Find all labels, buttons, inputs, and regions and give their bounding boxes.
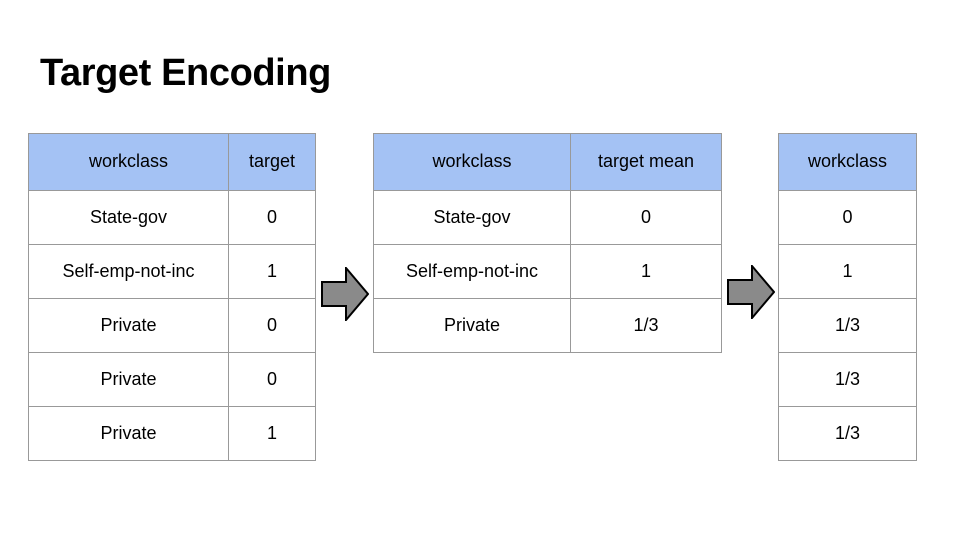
column-header-workclass: workclass (778, 133, 917, 191)
cell-workclass: Self-emp-not-inc (28, 244, 229, 299)
table-header-row: workclass target (28, 133, 316, 191)
column-header-workclass: workclass (373, 133, 571, 191)
table-row: State-gov 0 (373, 190, 722, 245)
cell-target: 0 (228, 190, 316, 245)
table-row: 1/3 (778, 298, 917, 353)
table-row: State-gov 0 (28, 190, 316, 245)
cell-workclass: Private (28, 298, 229, 353)
cell-encoded-value: 1/3 (778, 406, 917, 461)
column-header-target: target (228, 133, 316, 191)
page-title: Target Encoding (40, 52, 331, 94)
arrow-right-icon (727, 265, 775, 319)
cell-workclass: Private (28, 406, 229, 461)
column-header-target-mean: target mean (570, 133, 722, 191)
arrow-right-one (321, 267, 369, 321)
cell-target: 1 (228, 406, 316, 461)
cell-workclass: Private (28, 352, 229, 407)
column-header-workclass: workclass (28, 133, 229, 191)
cell-encoded-value: 1 (778, 244, 917, 299)
table-row: Private 1 (28, 406, 316, 461)
cell-workclass: Private (373, 298, 571, 353)
table-row: 1/3 (778, 352, 917, 407)
table-row: 1/3 (778, 406, 917, 461)
target-mean-table: workclass target mean State-gov 0 Self-e… (373, 133, 722, 353)
table-header-row: workclass target mean (373, 133, 722, 191)
cell-workclass: State-gov (373, 190, 571, 245)
table-row: 1 (778, 244, 917, 299)
source-table: workclass target State-gov 0 Self-emp-no… (28, 133, 316, 461)
cell-workclass: State-gov (28, 190, 229, 245)
table-row: Private 1/3 (373, 298, 722, 353)
cell-target: 0 (228, 352, 316, 407)
cell-encoded-value: 0 (778, 190, 917, 245)
cell-workclass: Self-emp-not-inc (373, 244, 571, 299)
cell-target: 0 (228, 298, 316, 353)
cell-target-mean: 1/3 (570, 298, 722, 353)
cell-target-mean: 0 (570, 190, 722, 245)
arrow-right-two (727, 265, 775, 319)
table-row: Self-emp-not-inc 1 (373, 244, 722, 299)
cell-encoded-value: 1/3 (778, 352, 917, 407)
table-row: Self-emp-not-inc 1 (28, 244, 316, 299)
cell-encoded-value: 1/3 (778, 298, 917, 353)
cell-target: 1 (228, 244, 316, 299)
cell-target-mean: 1 (570, 244, 722, 299)
table-row: Private 0 (28, 352, 316, 407)
arrow-right-icon (321, 267, 369, 321)
table-row: 0 (778, 190, 917, 245)
table-row: Private 0 (28, 298, 316, 353)
encoded-table: workclass 0 1 1/3 1/3 1/3 (778, 133, 917, 461)
table-header-row: workclass (778, 133, 917, 191)
